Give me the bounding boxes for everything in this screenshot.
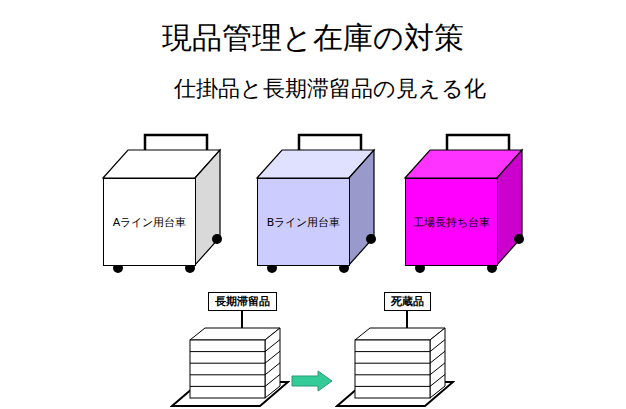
cart-front-face: Aライン用台車 <box>103 178 196 266</box>
inventory-stack: 死蔵品 <box>335 290 455 408</box>
subtitle: 仕掛品と長期滞留品の見える化 <box>174 74 486 104</box>
cart-label: Aライン用台車 <box>113 215 187 230</box>
cart-label: 工場長持ち台車 <box>413 215 490 230</box>
cart-label: Bライン用台車 <box>267 215 341 230</box>
cart-front-face: Bライン用台車 <box>257 178 350 266</box>
title: 現品管理と在庫の対策 <box>162 18 464 59</box>
inventory-stack: 長期滞留品 <box>170 290 290 408</box>
sign-label: 長期滞留品 <box>208 292 277 311</box>
sign-label: 死蔵品 <box>384 292 431 311</box>
cart-front-face: 工場長持ち台車 <box>405 178 498 266</box>
flow-arrow <box>292 371 332 391</box>
